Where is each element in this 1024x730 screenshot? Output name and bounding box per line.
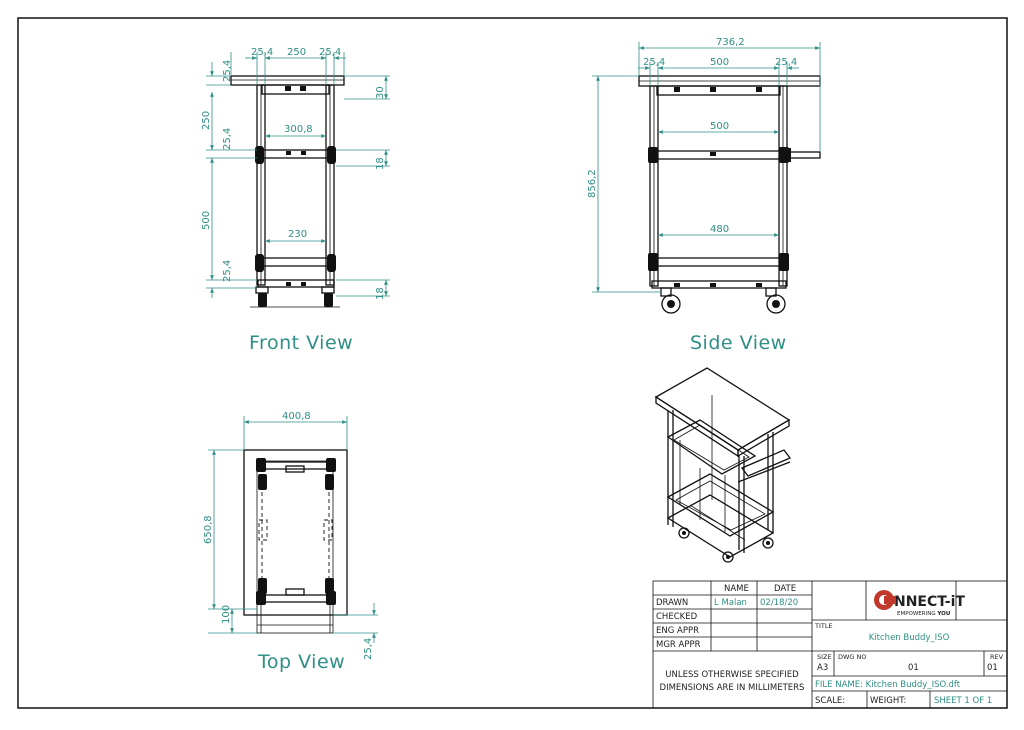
- tb-drawn-date: 02/18/20: [760, 598, 798, 608]
- top-dim-400-8: 400,8: [282, 411, 311, 422]
- isometric-view: [654, 367, 792, 563]
- tb-note-line2: DIMENSIONS ARE IN MILLIMETERS: [660, 683, 805, 693]
- top-dim-650-8: 650,8: [203, 515, 214, 544]
- front-view: 25,4 250 25,4 300,8 230 25,4 250 25,4 50…: [201, 47, 390, 354]
- tb-col-name: NAME: [724, 584, 749, 594]
- front-dim-25-4-bottom: 25,4: [222, 260, 233, 282]
- logo-text: NNECT-iT: [894, 594, 965, 610]
- tb-size-label: SIZE: [817, 653, 832, 661]
- top-dim-100: 100: [221, 605, 232, 624]
- side-dim-25-4-left: 25,4: [643, 57, 665, 68]
- top-dim-25-4: 25,4: [363, 638, 374, 660]
- front-dim-500-height: 500: [201, 211, 212, 230]
- front-dim-18-b: 18: [375, 287, 386, 300]
- side-view-label: Side View: [690, 332, 787, 354]
- tb-rev: 01: [987, 663, 998, 673]
- side-dim-25-4-right: 25,4: [775, 57, 797, 68]
- tb-scale: SCALE:: [815, 696, 845, 706]
- tb-col-date: DATE: [774, 584, 796, 594]
- front-dim-25-4-mid: 25,4: [222, 128, 233, 150]
- front-dim-300-8: 300,8: [284, 124, 313, 135]
- tb-weight: WEIGHT:: [870, 696, 906, 706]
- tb-row-drawn: DRAWN: [656, 598, 688, 608]
- front-dim-250-height: 250: [201, 111, 212, 130]
- side-dim-736-2: 736,2: [716, 37, 745, 48]
- front-dim-25-4-top: 25,4: [222, 60, 233, 82]
- front-view-label: Front View: [249, 332, 353, 354]
- tb-note-line1: UNLESS OTHERWISE SPECIFIED: [665, 670, 799, 680]
- side-dim-480: 480: [710, 224, 729, 235]
- tb-rev-label: REV: [990, 653, 1004, 661]
- front-dim-230: 230: [288, 229, 307, 240]
- front-dim-30: 30: [375, 86, 386, 99]
- tb-dwg-label: DWG NO: [838, 653, 867, 661]
- tb-row-eng-appr: ENG APPR: [656, 626, 699, 636]
- side-dim-856-2: 856,2: [587, 169, 598, 198]
- tb-row-mgr-appr: MGR APPR: [656, 640, 701, 650]
- tb-title-label: TITLE: [814, 622, 833, 630]
- side-dim-500-top: 500: [710, 57, 729, 68]
- front-dim-250: 250: [287, 47, 306, 58]
- tb-size: A3: [817, 663, 828, 673]
- side-view: 736,2 25,4 500 25,4 500 480 856,2 Side V…: [587, 37, 821, 354]
- tb-sheet: SHEET 1 OF 1: [934, 696, 992, 706]
- side-dim-500-shelf: 500: [710, 121, 729, 132]
- tb-row-checked: CHECKED: [656, 612, 698, 622]
- title-block: NAME DATE DRAWN L Malan 02/18/20 CHECKED…: [652, 580, 1008, 709]
- connect-it-logo: NNECT-iT EMPOWERING YOU: [874, 590, 965, 617]
- top-view-label: Top View: [257, 651, 345, 673]
- front-dim-25-4-left: 25,4: [251, 47, 273, 58]
- front-dim-25-4-right: 25,4: [319, 47, 341, 58]
- tb-file-name: FILE NAME: Kitchen Buddy_ISO.dft: [815, 680, 961, 690]
- tb-drawn-name: L Malan: [714, 598, 747, 608]
- logo-tagline: EMPOWERING YOU: [897, 611, 950, 617]
- tb-dwg-no: 01: [908, 663, 919, 673]
- front-dim-18-a: 18: [375, 157, 386, 170]
- tb-title: Kitchen Buddy_ISO: [869, 633, 950, 643]
- sheet-border: [17, 17, 1008, 709]
- top-view: 400,8 650,8 100 25,4 Top View: [203, 411, 378, 673]
